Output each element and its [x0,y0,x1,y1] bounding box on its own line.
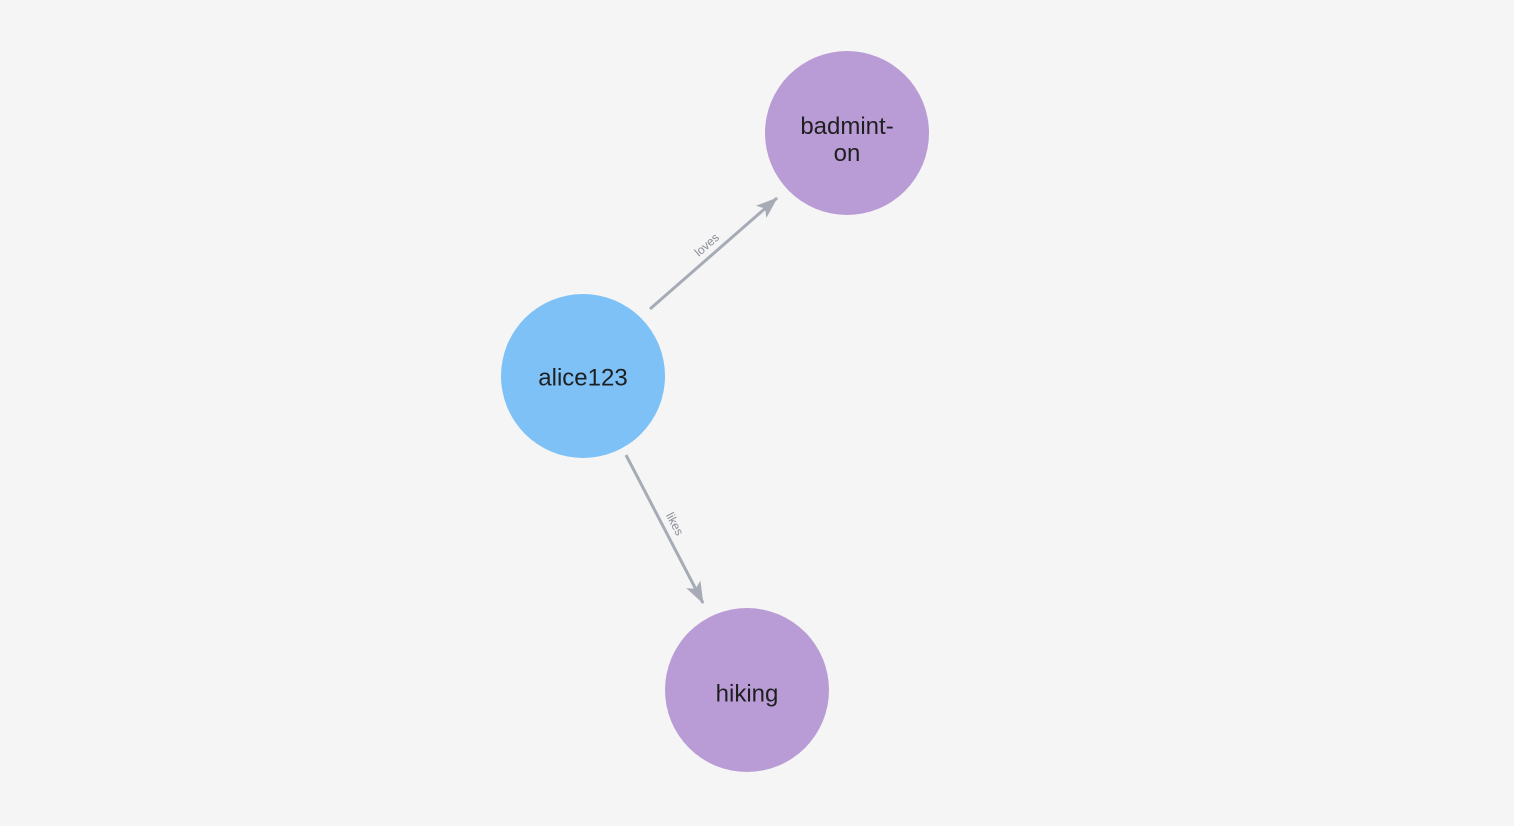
edge-line-loves[interactable] [649,196,778,311]
node-circle-hiking[interactable] [665,608,829,772]
node-badminton[interactable]: badmint-on [765,51,929,215]
node-hiking[interactable]: hiking [665,608,829,772]
node-circle-alice123[interactable] [501,294,665,458]
node-circle-badminton[interactable] [765,51,929,215]
edge-line-likes[interactable] [624,454,705,604]
node-alice123[interactable]: alice123 [501,294,665,458]
